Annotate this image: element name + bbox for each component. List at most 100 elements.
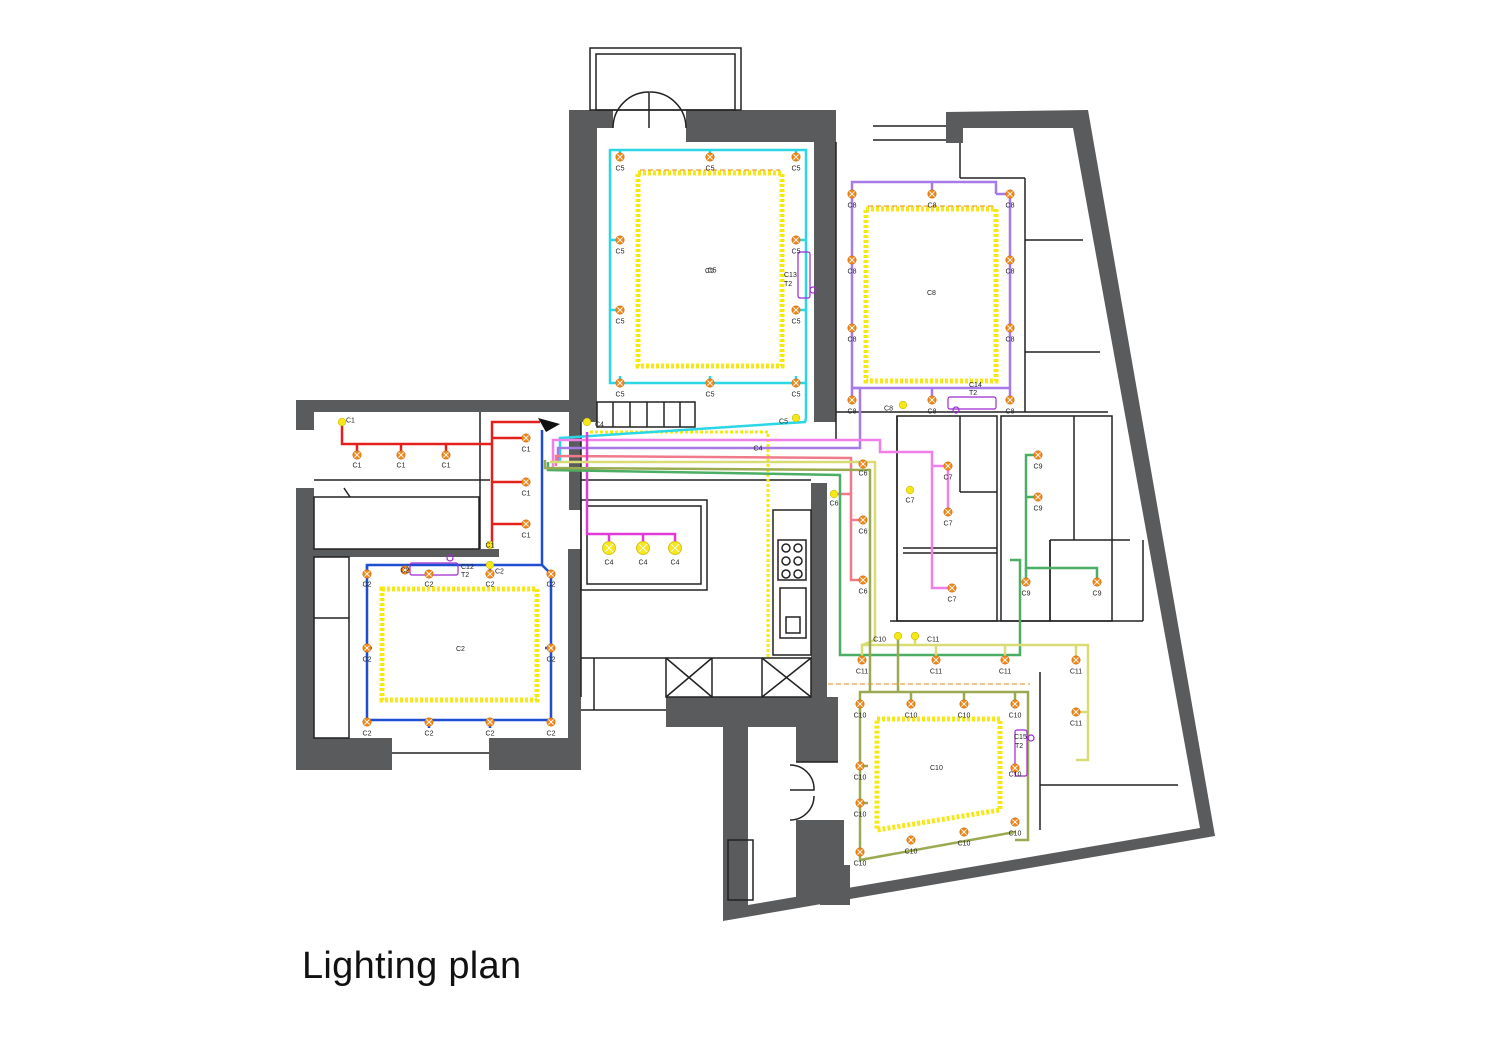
wall [296, 400, 571, 412]
light-fixture: C2 [424, 717, 434, 738]
strip-tag: T2 [461, 572, 469, 579]
light-fixture: C10 [854, 699, 867, 720]
light-fixture: C10 [873, 631, 903, 644]
light-fixture: C10 [958, 827, 971, 848]
light-fixture: C1 [486, 540, 495, 550]
wall [314, 549, 499, 557]
fixture-label: C5 [792, 319, 801, 326]
light-fixture: C5 [791, 378, 801, 399]
counter [772, 509, 812, 656]
fixture-label: C10 [854, 861, 867, 868]
wiring [340, 148, 1099, 862]
fixture-label: C6 [830, 501, 839, 508]
light-fixture: C6 [858, 515, 868, 536]
cross-icon [793, 307, 799, 313]
fixture-label: C5 [616, 319, 625, 326]
cross-icon [933, 657, 939, 663]
partitions [313, 47, 1178, 901]
cross-icon [793, 380, 799, 386]
light-fixture: C8 [847, 323, 857, 344]
light-fixture: C10 [1009, 763, 1022, 779]
cross-icon [908, 701, 914, 707]
light-fixture: C2 [362, 717, 372, 738]
light-fixture: C8 [927, 395, 937, 416]
fixture-label: C10 [905, 849, 918, 856]
wall [723, 110, 1215, 921]
fixture-label: C9 [1034, 506, 1043, 513]
light-fixture: C10 [854, 847, 867, 868]
cove-line-c4 [590, 430, 770, 658]
pendant-icon [337, 417, 347, 427]
pendant-icon [485, 560, 495, 570]
cross-icon [793, 154, 799, 160]
fixture-label: C6 [859, 529, 868, 536]
cross-icon [487, 571, 493, 577]
cross-icon [1094, 579, 1100, 585]
closet [896, 415, 998, 622]
cross-icon [961, 829, 967, 835]
room-label-c8: C8 [927, 290, 936, 297]
fixture-label: C5 [706, 166, 715, 173]
cross-icon [849, 325, 855, 331]
cross-icon [402, 567, 408, 573]
walls [296, 110, 1215, 921]
fixture-label: C4 [639, 560, 648, 567]
cross-icon [548, 571, 554, 577]
fixture-label: C10 [905, 713, 918, 720]
cross-icon [1035, 494, 1041, 500]
light-fixture: C8 [884, 400, 908, 413]
strip-label: C13 [784, 272, 797, 279]
fixture-label: C4 [754, 446, 763, 453]
light-fixture: C2 [424, 569, 434, 589]
light-fixture: C1 [352, 450, 362, 470]
fixture-label: C10 [1009, 713, 1022, 720]
fixture-label: C2 [401, 568, 410, 575]
cross-icon [354, 452, 360, 458]
wall [811, 483, 827, 699]
cross-icon [617, 380, 623, 386]
light-fixture: C10 [905, 835, 918, 856]
fixture-label: C8 [1006, 337, 1015, 344]
fixture-label: C8 [848, 409, 857, 416]
light-fixture: C11 [930, 655, 942, 676]
cross-icon [849, 257, 855, 263]
fixture-label: C8 [848, 269, 857, 276]
cross-icon [961, 701, 967, 707]
cove-lights [379, 170, 1003, 833]
light-fixture: C5 [708, 268, 717, 275]
cross-icon [929, 397, 935, 403]
light-fixture: C4 [602, 541, 616, 567]
fixture-label: C4 [671, 560, 680, 567]
light-fixture: C10 [1009, 699, 1022, 720]
cross-icon [548, 719, 554, 725]
cross-icon [849, 397, 855, 403]
light-fixture: C9 [1092, 577, 1102, 598]
cross-icon [548, 645, 554, 651]
cross-icon [860, 517, 866, 523]
fixture-label: C8 [928, 409, 937, 416]
light-fixture: C1 [521, 433, 531, 454]
wall [686, 110, 836, 142]
light-fixture: C9 [1021, 577, 1031, 598]
light-fixture: C8 [1005, 323, 1015, 344]
cross-icon [860, 461, 866, 467]
light-fixture: C5 [615, 235, 625, 256]
cross-icon [1002, 657, 1008, 663]
cross-icon [617, 154, 623, 160]
light-fixture: C4 [636, 541, 650, 567]
light-fixture: C2 [546, 717, 556, 738]
fixture-label: C2 [363, 657, 372, 664]
pendant-icon [910, 631, 920, 641]
strip-c15: C15 T2 [1014, 729, 1035, 777]
cross-icon [929, 191, 935, 197]
cross-icon [1012, 819, 1018, 825]
fixture-label: C9 [1022, 591, 1031, 598]
fixture-label: C11 [1070, 669, 1082, 676]
light-fixture: C8 [847, 255, 857, 276]
cross-icon [670, 543, 680, 553]
fixture-label: C10 [958, 841, 971, 848]
cross-icon [945, 463, 951, 469]
light-fixture: C5 [615, 152, 625, 173]
wall [296, 738, 392, 770]
cross-icon [523, 479, 529, 485]
